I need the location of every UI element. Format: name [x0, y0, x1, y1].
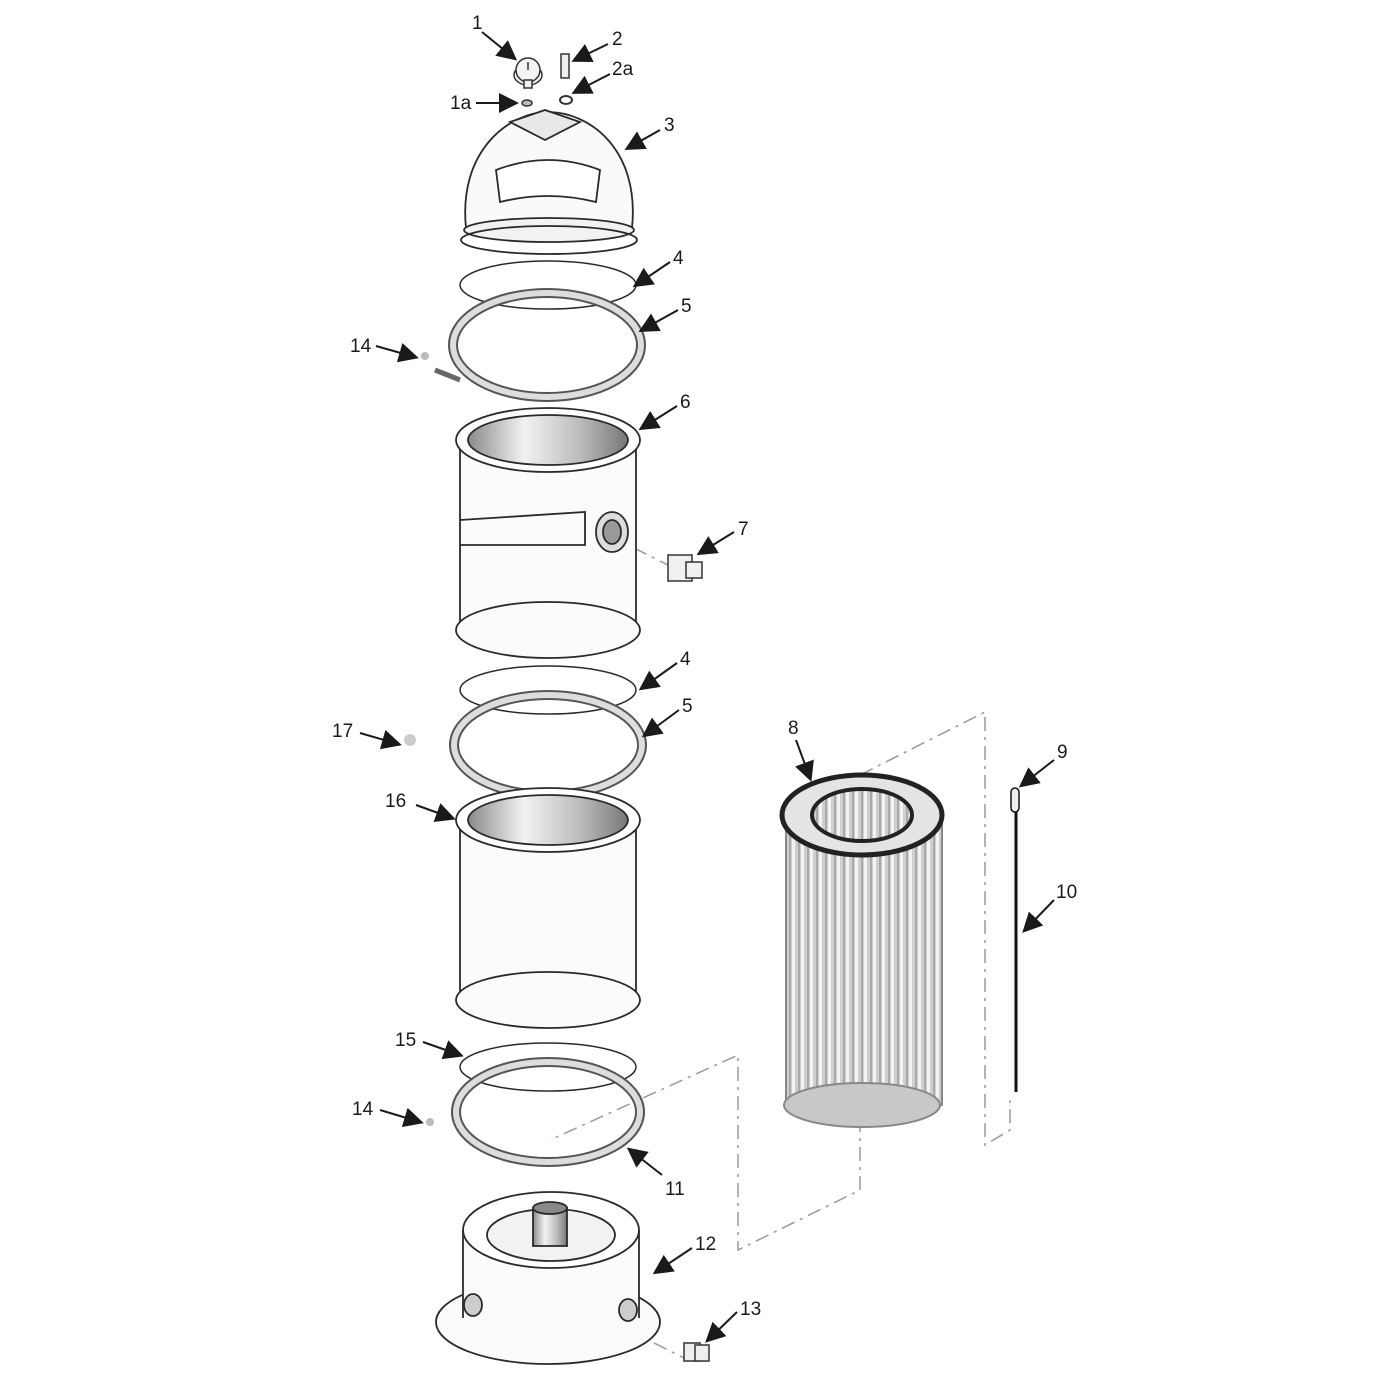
- callout-6: 6: [680, 392, 691, 413]
- callout-16: 16: [385, 791, 407, 812]
- bolt-14-top: [421, 352, 429, 360]
- callout-5-top: 5: [681, 296, 692, 317]
- callout-3: 3: [664, 115, 675, 136]
- callout-arrows: [359, 31, 1055, 1343]
- callout-14-top: 14: [350, 336, 372, 357]
- drain-plug-13-part: [683, 1342, 710, 1362]
- filter-base-part: [435, 1191, 661, 1365]
- callout-7: 7: [738, 519, 749, 540]
- o-ring-4-mid: [459, 665, 637, 715]
- filter-cartridge-part: [779, 772, 945, 1128]
- port-plug-7-part: [667, 554, 703, 582]
- tie-rod-part: [1010, 787, 1020, 1092]
- callout-4-mid: 4: [680, 649, 691, 670]
- air-relief-valve-part: [559, 53, 573, 105]
- callout-10: 10: [1056, 882, 1078, 903]
- callout-13: 13: [740, 1299, 762, 1320]
- clamp-knob-17: [404, 734, 416, 746]
- bolt-14-bottom: [426, 1118, 434, 1126]
- pressure-gauge-part: [513, 57, 543, 107]
- tank-extension-part: [455, 787, 641, 1029]
- callout-11: 11: [665, 1179, 685, 1200]
- callout-4-top: 4: [673, 248, 684, 269]
- callout-2: 2: [612, 29, 623, 50]
- callout-12: 12: [695, 1234, 717, 1255]
- clamp-ring-11: [451, 1057, 645, 1167]
- callout-1a: 1a: [450, 93, 472, 114]
- callout-9: 9: [1057, 742, 1068, 763]
- clamp-ring-5-top: [434, 288, 646, 402]
- clamp-ring-5-mid: [449, 690, 647, 800]
- callout-5-mid: 5: [682, 696, 693, 717]
- callout-8: 8: [788, 718, 799, 739]
- upper-tank-part: [455, 407, 641, 659]
- dome-lid-part: [460, 109, 638, 255]
- callout-2a: 2a: [612, 59, 634, 80]
- callout-15: 15: [395, 1030, 417, 1051]
- o-ring-15: [459, 1042, 637, 1092]
- callout-1: 1: [472, 13, 483, 34]
- callout-14-bottom: 14: [352, 1099, 374, 1120]
- callout-17: 17: [332, 721, 354, 742]
